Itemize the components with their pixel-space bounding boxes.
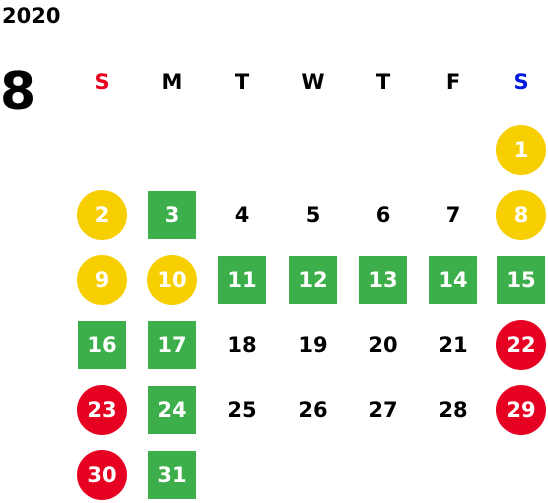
day-cell[interactable]: 24 [148,386,196,434]
day-cell[interactable]: 15 [497,256,545,304]
day-cell[interactable]: 30 [77,450,127,500]
day-cell[interactable]: 4 [234,203,250,227]
day-cell[interactable]: 8 [496,190,546,240]
day-cell[interactable]: 7 [445,203,461,227]
day-cell[interactable]: 29 [496,385,546,435]
day-cell[interactable]: 20 [368,333,398,357]
weekday-label: M [161,70,183,94]
day-cell[interactable]: 13 [359,256,407,304]
day-cell[interactable]: 14 [429,256,477,304]
day-cell[interactable]: 6 [375,203,391,227]
weekday-label: F [445,70,461,94]
day-cell[interactable]: 16 [78,321,126,369]
day-cell[interactable]: 26 [298,398,328,422]
weekday-label: S [513,70,529,94]
day-cell[interactable]: 18 [227,333,257,357]
month-number: 8 [0,62,37,122]
weekday-label: T [375,70,391,94]
day-cell[interactable]: 9 [77,255,127,305]
day-cell[interactable]: 11 [218,256,266,304]
day-cell[interactable]: 17 [148,321,196,369]
day-cell[interactable]: 23 [77,385,127,435]
day-cell[interactable]: 19 [298,333,328,357]
year-label: 2020 [2,4,61,28]
day-cell[interactable]: 1 [496,125,546,175]
weekday-label: W [301,70,325,94]
day-cell[interactable]: 21 [438,333,468,357]
day-cell[interactable]: 28 [438,398,468,422]
day-cell[interactable]: 3 [148,191,196,239]
day-cell[interactable]: 5 [305,203,321,227]
day-cell[interactable]: 2 [77,190,127,240]
day-cell[interactable]: 22 [496,320,546,370]
day-cell[interactable]: 12 [289,256,337,304]
weekday-label: T [234,70,250,94]
day-cell[interactable]: 25 [227,398,257,422]
day-cell[interactable]: 10 [147,255,197,305]
weekday-label: S [94,70,110,94]
day-cell[interactable]: 27 [368,398,398,422]
day-cell[interactable]: 31 [148,451,196,499]
